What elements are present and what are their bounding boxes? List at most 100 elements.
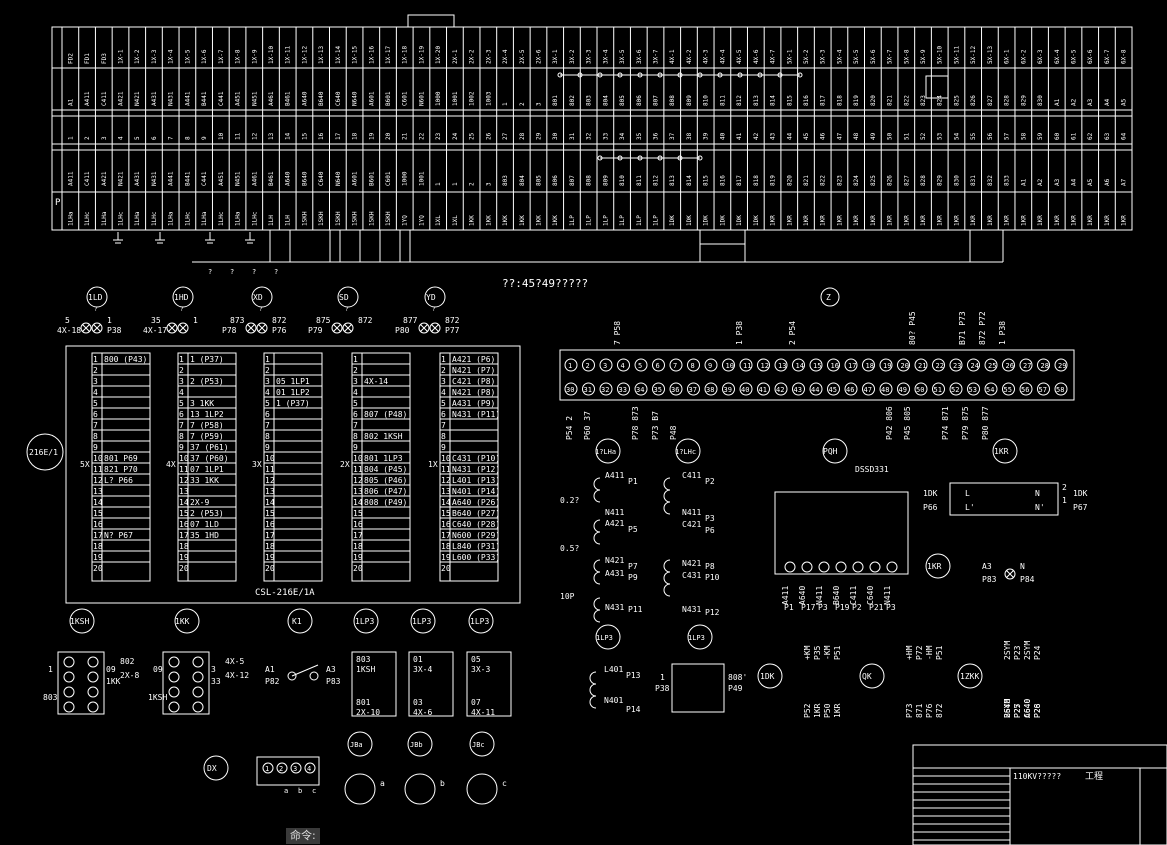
strip-cell-e: 1KR [970,215,977,226]
strip-cell-b: C601 [402,91,409,106]
relay-row-text: A640 (P26) [452,498,500,507]
strip-cell-c: 15 [301,132,308,140]
lp-tag-circle [410,608,436,634]
strip-cell-b: 801 [552,95,559,106]
strip-cell-b: 803 [586,95,593,106]
pqh-model: DSSD331 [855,465,889,474]
strip-bus-dot [677,72,683,78]
strip-cell-b: C441 [218,91,225,106]
strip-cell-d: N421 [118,171,125,186]
relay-row-num: 20 [93,564,103,573]
lp-sw-tag-circle [687,624,713,650]
switch-left: 1 [48,665,53,674]
relay-row-num: 16 [353,520,363,529]
lamp-right2: P77 [445,326,460,335]
pqh-pin-label: N411 [815,586,824,605]
strip-cell-c: 46 [820,132,827,140]
strip-cell-c: 27 [502,132,509,140]
strip-cell-c: 57 [1004,132,1011,140]
contact-label: C640 [1023,699,1032,718]
conn-tag-circle [820,287,840,307]
strip-cell-a: 1X-4 [168,49,175,64]
relay-row-num: 4 [179,388,184,397]
strip-cell-a: 4X-1 [669,49,676,64]
k1-tag: K1 [292,617,302,626]
relay-col-box [263,352,323,582]
lp-box [408,651,454,717]
conn-pin-bottom-num: 53 [969,386,977,394]
relay-row-num: 16 [265,520,275,529]
relay-row-num: 20 [179,564,189,573]
strip-bus-dot [577,72,583,78]
lamp-tag-circle [172,286,194,308]
strip-cell-b: 815 [786,95,793,106]
ct-a-label: A431 [605,569,624,578]
relay-row-num: 2 [441,366,446,375]
strip-cell-b: 822 [903,95,910,106]
strip-cell-b: 826 [970,95,977,106]
conn-pin-top [967,358,980,372]
lp-top2: 3X-3 [471,665,490,674]
strip-cell-a: 6X-7 [1104,49,1111,64]
kr-top-tag: 1KR [994,447,1009,456]
strip-cell-c: 1 [67,136,74,140]
strip-cell-b: 1003 [485,91,492,106]
relay-row-num: 20 [441,564,451,573]
lamp-sub: ? [180,306,184,313]
strip-cell-e: 1LHa [201,211,208,226]
relay-row-num: 11 [93,465,103,474]
jb-label: b [440,779,445,788]
conn-pin-top [862,358,875,372]
strip-cell-b: 811 [719,95,726,106]
strip-cell-e: 1KR [853,215,860,226]
strip-cell-b: 828 [1004,95,1011,106]
ct-a-label: P7 [628,562,638,571]
relay-row-num: 11 [441,465,451,474]
coil-turn [593,489,601,503]
relay-row-text: L? P66 [104,476,133,485]
contact-label: P52 [803,703,812,718]
coil-turn [593,571,601,585]
strip-cell-a: 4X-3 [703,49,710,64]
relay-row-num: 13 [441,487,451,496]
relay-row-num: 14 [93,498,103,507]
relay-col-prefix: 3X [252,460,262,469]
switch-left: 09 [153,665,163,674]
switch-pin [87,701,99,713]
dx-tag-circle [203,755,229,781]
strip-bottom-label: ? [274,268,278,276]
strip-bus-dot [677,155,683,161]
lamp-2 [91,322,103,334]
lp-coil-turn [589,695,597,709]
conn-pin-top [739,358,753,372]
relay-row-num: 3 [353,377,358,386]
pqh-bottom-label: P3 [818,603,828,612]
conn-pin-top [1002,358,1015,372]
relay-row-num: 9 [93,443,98,452]
contact-label: -HM [925,645,934,660]
conn-pin-bottom-num: 41 [759,386,767,394]
strip-cell-e: 1YQ [418,215,425,226]
conn-pin-top [932,358,945,372]
conn-pin-bottom [757,382,770,396]
conn-pin-bottom [932,382,945,396]
conn-pin-bottom-num: 42 [776,386,784,394]
strip-cell-c: 43 [770,132,777,140]
conn-top-label: 1 P38 [998,321,1007,345]
command-prompt[interactable]: 命令: [286,828,320,844]
strip-cell-a: 6X-5 [1070,49,1077,64]
indicator-lamps: 1LD?54X-181P381HD?354X-171XD?873P78872P7… [57,286,460,335]
conn-pin-bottom-num: 49 [899,386,907,394]
relay-row-text: 1 (P37) [276,399,310,408]
conn-pin-bottom [564,382,578,396]
relay-row-num: 8 [353,432,358,441]
strip-cell-e: 1KR [1087,215,1094,226]
strip-cell-d: B461 [268,171,275,186]
relay-row-num: 14 [265,498,275,507]
contact-label: P23 [1013,645,1022,660]
strip-cell-b: A5 [1121,98,1128,106]
lp-coil-label: P13 [626,671,641,680]
switch-tag-circle [174,608,200,634]
strip-cell-c: 53 [937,132,944,140]
relay-row-text: N431 (P12) [452,465,500,474]
